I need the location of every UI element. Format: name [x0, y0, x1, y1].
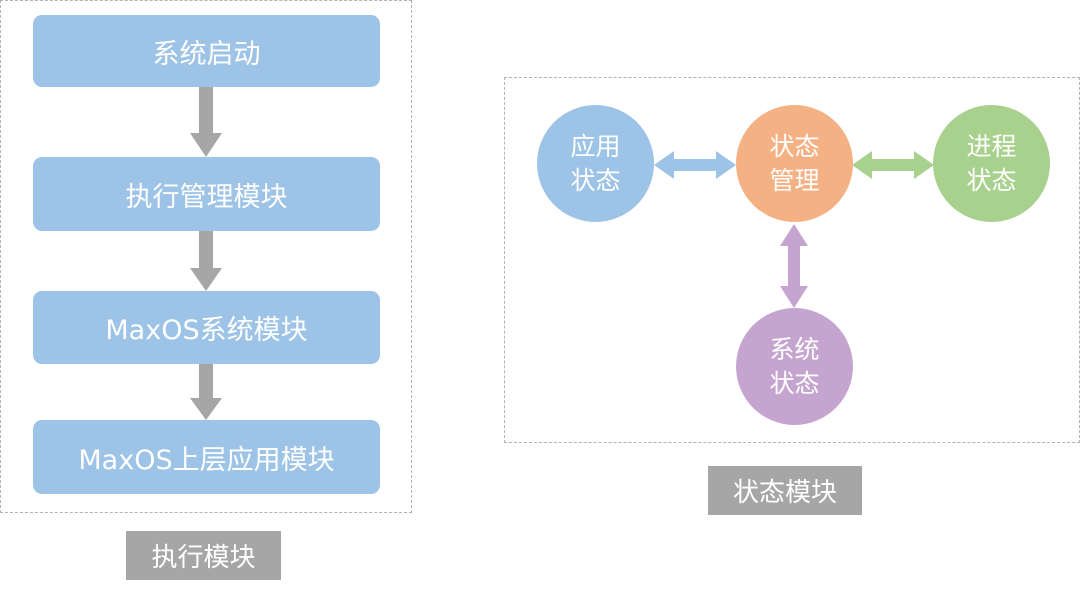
- node-process-state: 进程 状态: [933, 105, 1050, 222]
- app-manager-link: [654, 151, 736, 179]
- node-label-line: 状态: [570, 165, 621, 195]
- node-system-state: 系统 状态: [736, 308, 853, 425]
- manager-process-link: [852, 151, 934, 179]
- node-label-line: 状态: [769, 131, 820, 161]
- node-label-line: 系统: [769, 334, 820, 364]
- state-module-caption: 状态模块: [708, 466, 862, 515]
- node-label-line: 状态: [769, 368, 820, 398]
- flow-step-maxos-upper-app-module: MaxOS上层应用模块: [33, 420, 380, 494]
- execution-module-panel: [0, 0, 412, 513]
- flow-step-execution-management: 执行管理模块: [33, 157, 380, 231]
- manager-system-link: [780, 224, 808, 308]
- flow-arrow-down: [190, 364, 222, 420]
- node-label-line: 管理: [769, 165, 820, 195]
- execution-module-caption: 执行模块: [126, 531, 281, 580]
- node-state-management: 状态 管理: [736, 105, 853, 222]
- node-label-line: 进程: [966, 131, 1017, 161]
- node-label-line: 应用: [570, 131, 621, 161]
- flow-step-maxos-system-module: MaxOS系统模块: [33, 291, 380, 364]
- flow-step-system-startup: 系统启动: [33, 15, 380, 87]
- flow-arrow-down: [190, 231, 222, 291]
- node-label-line: 状态: [966, 165, 1017, 195]
- node-app-state: 应用 状态: [537, 105, 654, 222]
- flow-arrow-down: [190, 87, 222, 157]
